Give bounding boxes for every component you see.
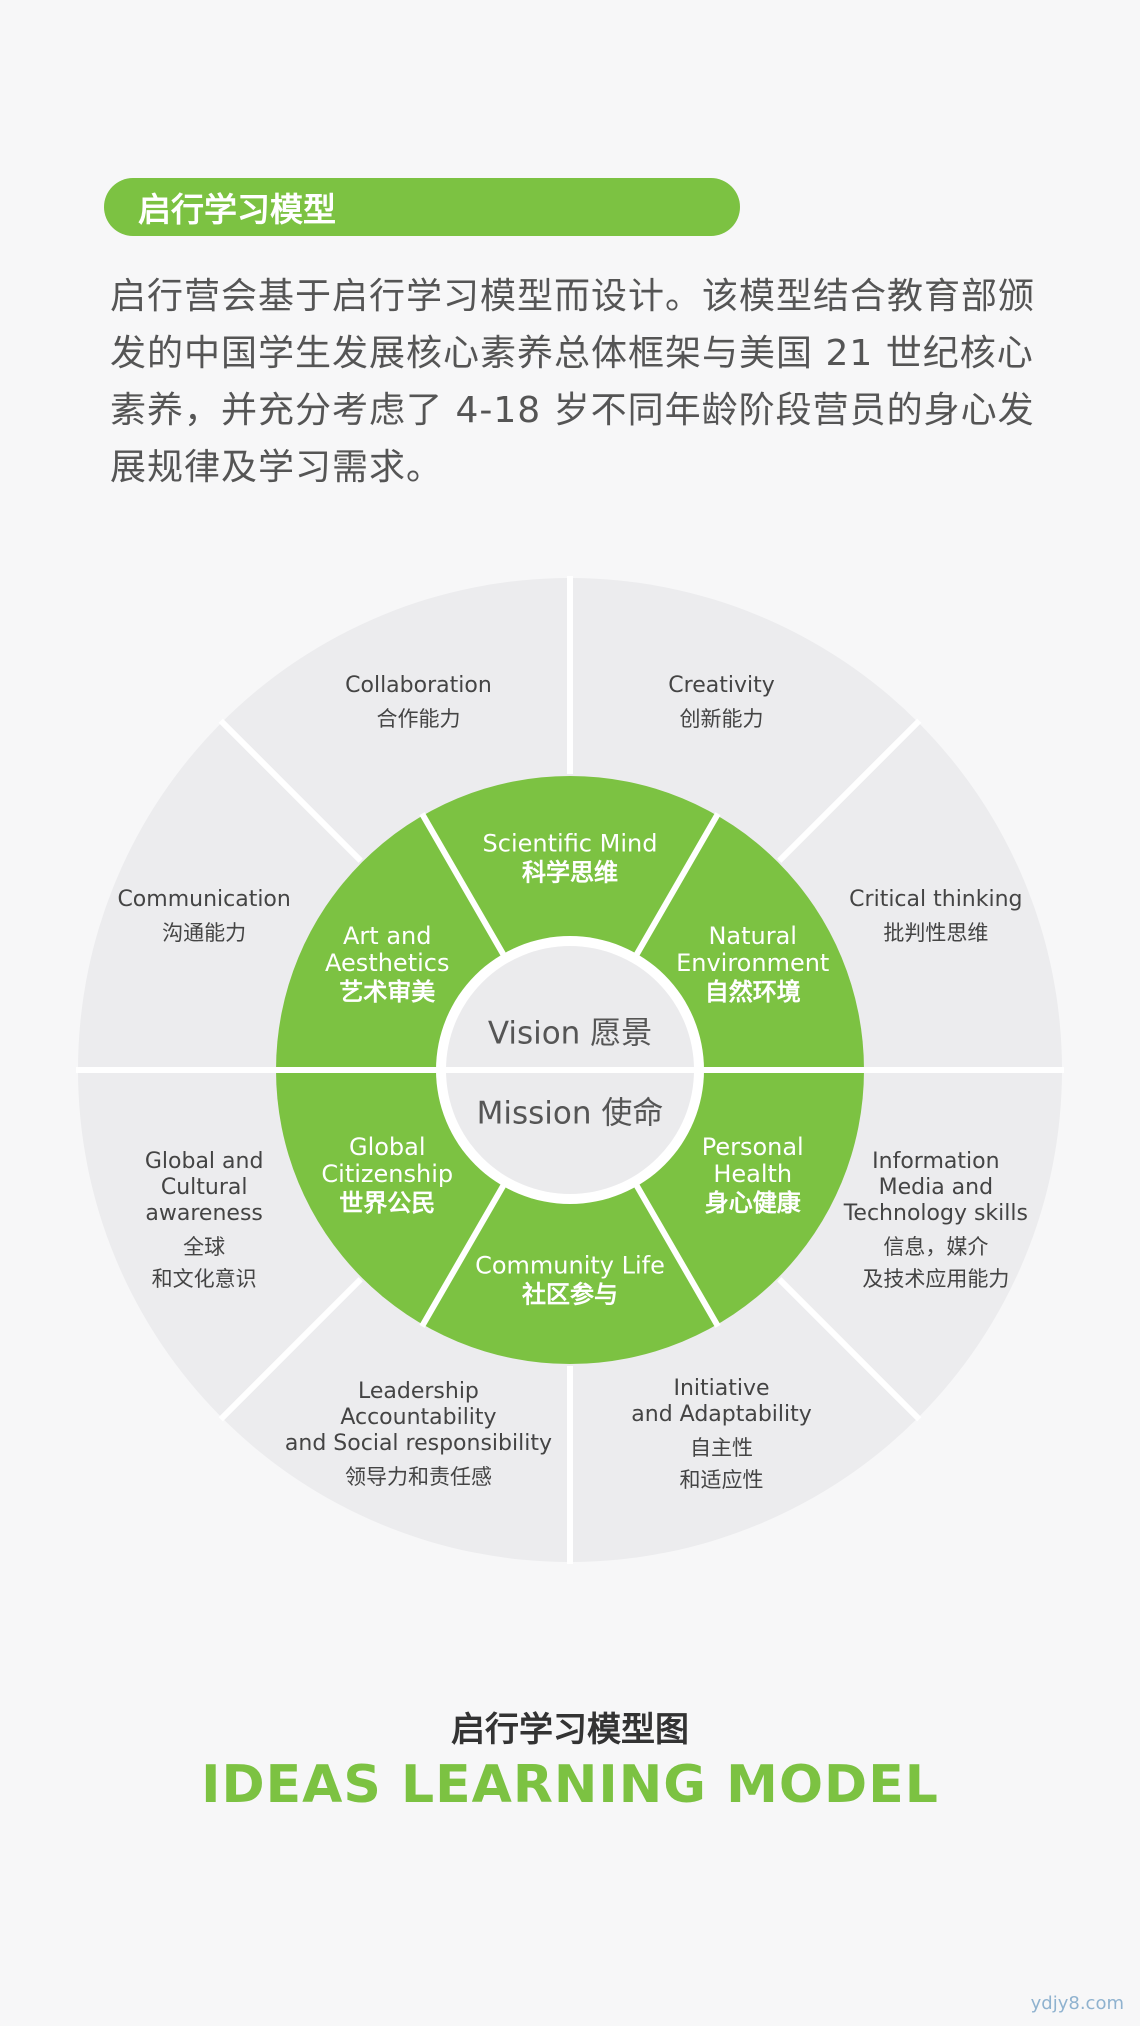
- outer-segment-label-en: Initiative and Adaptability: [631, 1375, 812, 1427]
- outer-segment-label-en: Creativity: [668, 673, 775, 699]
- outer-segment-label: Collaboration 合作能力: [345, 673, 492, 735]
- diagram-caption-zh: 启行学习模型图: [451, 1710, 689, 1750]
- outer-segment-label-en: Information Media and Technology skills: [843, 1148, 1028, 1226]
- section-title: 启行学习模型: [138, 190, 336, 229]
- inner-segment-label-en: Personal Health: [701, 1132, 804, 1188]
- intro-paragraph: 启行营会基于启行学习模型而设计。该模型结合教育部颁发的中国学生发展核心素养总体框…: [110, 276, 1036, 488]
- outer-segment-label: Leadership Accountability and Social res…: [285, 1379, 552, 1493]
- outer-segment-label-zh: 创新能力: [679, 707, 764, 732]
- outer-segment-label: Critical thinking 批判性思维: [849, 887, 1022, 949]
- inner-segment-label-zh: 身心健康: [704, 1188, 801, 1217]
- outer-segment-label: Communication 沟通能力: [117, 887, 290, 949]
- center-vision: Vision 愿景: [487, 1015, 653, 1052]
- section-title-pill: 启行学习模型: [104, 178, 740, 236]
- inner-segment-label-en: Global Citizenship: [321, 1132, 454, 1188]
- outer-segment-label-zh: 沟通能力: [162, 921, 247, 946]
- outer-segment-label: Information Media and Technology skills 信…: [844, 1149, 1028, 1295]
- outer-divider: [777, 1277, 922, 1422]
- inner-segment-label-zh: 社区参与: [521, 1280, 618, 1309]
- outer-segment-label: Creativity 创新能力: [668, 673, 774, 735]
- inner-segment-label-en: Community Life: [475, 1251, 665, 1280]
- inner-segment-label-zh: 艺术审美: [339, 977, 436, 1006]
- inner-segment-label-en: Art and Aesthetics: [325, 921, 450, 977]
- outer-segment-label-zh: 自主性 和适应性: [679, 1435, 764, 1492]
- outer-divider: [777, 718, 922, 863]
- outer-segment-label: Global and Cultural awareness 全球 和文化意识: [145, 1149, 264, 1295]
- diagram-caption-en: IDEAS LEARNING MODEL: [201, 1755, 939, 1815]
- inner-segment-label-zh: 科学思维: [521, 858, 618, 887]
- learning-model-wheel: [76, 576, 1064, 1564]
- inner-divider: [633, 812, 721, 958]
- outer-segment-label-zh: 领导力和责任感: [344, 1464, 492, 1489]
- outer-divider: [218, 1277, 363, 1422]
- inner-segment-label-zh: 世界公民: [339, 1188, 436, 1217]
- outer-segment-label-en: Communication: [117, 887, 291, 913]
- outer-divider: [218, 718, 363, 863]
- inner-segment-label-zh: 自然环境: [704, 977, 801, 1006]
- outer-segment-label: Initiative and Adaptability 自主性 和适应性: [631, 1376, 812, 1496]
- watermark: ydjy8.com: [1030, 1993, 1124, 2014]
- center-mission: Mission 使命: [476, 1095, 664, 1132]
- outer-segment-label-zh: 批判性思维: [883, 921, 989, 946]
- inner-divider: [419, 812, 507, 958]
- outer-segment-label-zh: 全球 和文化意识: [151, 1234, 257, 1291]
- outer-segment-label-zh: 信息，媒介 及技术应用能力: [862, 1234, 1010, 1291]
- inner-divider: [633, 1182, 721, 1328]
- inner-segment-label-en: Scientific Mind: [482, 829, 658, 858]
- outer-segment-label-en: Critical thinking: [849, 887, 1023, 913]
- outer-segment-label-en: Collaboration: [345, 673, 492, 699]
- inner-segment-label-en: Natural Environment: [676, 921, 830, 977]
- inner-divider: [419, 1182, 507, 1328]
- outer-segment-label-en: Leadership Accountability and Social res…: [284, 1378, 552, 1456]
- outer-segment-label-en: Global and Cultural awareness: [144, 1148, 264, 1226]
- outer-segment-label-zh: 合作能力: [376, 707, 461, 732]
